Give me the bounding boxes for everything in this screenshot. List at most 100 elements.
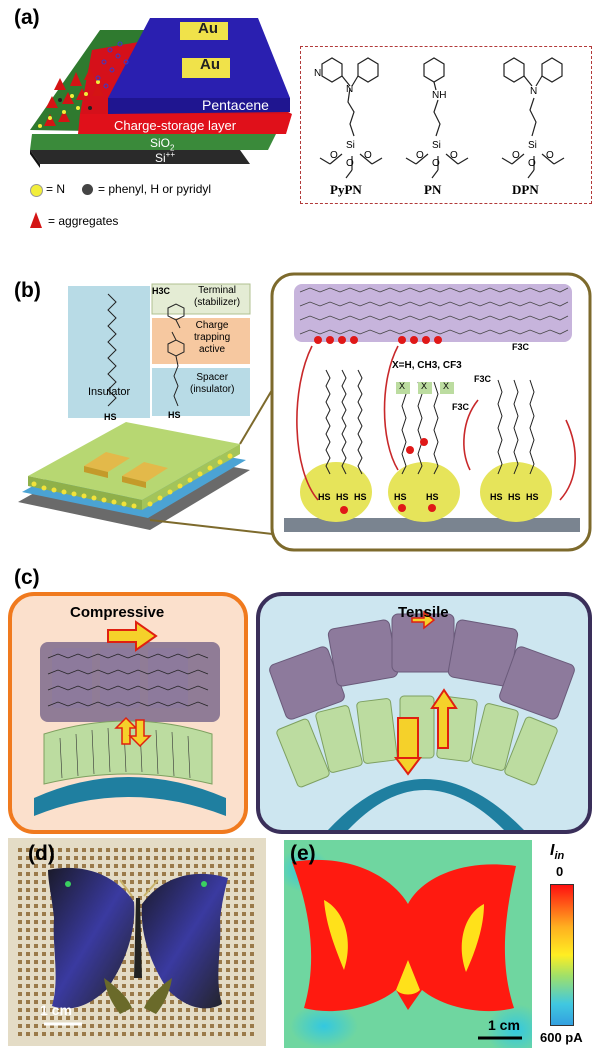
colorbar — [550, 884, 574, 1026]
pentacene-side — [108, 98, 290, 114]
gold-electrode-1 — [84, 452, 130, 472]
charge-storage-layer — [78, 114, 292, 134]
tensile-small-arrow — [411, 610, 436, 630]
pypn-o2: O — [364, 150, 372, 161]
x-box-label-3: X — [443, 381, 450, 391]
current-map — [284, 840, 532, 1048]
dpn-o3: O — [528, 158, 536, 169]
pypn-si: Si — [346, 140, 355, 151]
charge-storage-label: Charge-storage layer — [114, 118, 237, 133]
molecule-label-pn: PN — [424, 182, 442, 197]
x-box-label-2: X — [421, 381, 428, 391]
pn-o3: O — [432, 158, 440, 169]
si-label: Si++ — [155, 150, 176, 165]
device-au-nanoparticles — [31, 453, 233, 509]
insulator-hs: HS — [104, 412, 117, 422]
hs-label-6: HS — [490, 492, 503, 502]
spacer-label: Spacer (insulator) — [190, 372, 235, 395]
f3c-label-1: F3C — [512, 342, 530, 352]
aggregate-legend-text: = aggregates — [48, 214, 119, 228]
pn-si: Si — [432, 140, 441, 151]
butterfly-left-wing — [48, 867, 135, 1009]
pentacene-label: Pentacene — [202, 97, 269, 113]
pn-nh: NH — [432, 90, 447, 101]
charge-trap-label: Charge trapping active — [194, 320, 231, 355]
panel-label-c: (c) — [14, 566, 40, 589]
panel-label-e: (e) — [290, 842, 316, 865]
pypn-n: N — [346, 84, 354, 95]
au-ball-2 — [388, 462, 460, 522]
compressive-strain-arrow — [107, 620, 158, 652]
pn-o1: O — [416, 150, 424, 161]
compressive-pentacene-lines — [47, 653, 209, 707]
map-scale-label: 1 cm — [488, 1017, 520, 1033]
molecule-structures-box — [300, 46, 592, 204]
au-label-top: Au — [198, 20, 218, 37]
tensile-substrate-arc — [328, 779, 524, 830]
charge-transfer-arrows — [296, 345, 576, 501]
compressive-title: Compressive — [70, 604, 165, 621]
charge-dots-lower — [340, 438, 436, 514]
colorbar-title: Iin — [550, 842, 565, 863]
charge-trap-box — [152, 318, 250, 364]
au-electrode-bottom — [182, 58, 230, 78]
molecule-label-dpn: DPN — [512, 182, 539, 197]
hs-label-2: HS — [336, 492, 349, 502]
sio2-layer — [30, 134, 276, 150]
tensile-vertical-arrows — [394, 688, 458, 776]
au-electrode-top — [180, 22, 228, 40]
au-ball-1 — [300, 462, 372, 522]
n-legend-text: = N — [46, 182, 66, 196]
molecule-label-pypn: PyPN — [330, 182, 362, 197]
panel-label-d: (d) — [28, 842, 55, 865]
hs-label-8: HS — [526, 492, 539, 502]
panel-b-diagram — [18, 272, 592, 552]
panel-c-diagram — [8, 592, 592, 834]
compressive-sam-layer — [43, 720, 213, 785]
pentacene-molecules — [299, 287, 569, 335]
hs-label-1: HS — [318, 492, 331, 502]
h3c-label: H3C — [152, 286, 171, 296]
insulator-box — [68, 286, 150, 418]
x-box-3 — [440, 382, 454, 394]
x-box-1 — [396, 382, 410, 394]
surface-molecules — [38, 80, 100, 128]
f3c-label-2: F3C — [474, 374, 492, 384]
molecular-layer-dots — [95, 41, 129, 89]
compressive-vertical-arrows — [114, 716, 152, 748]
spacer-box — [152, 368, 250, 416]
terminal-box — [151, 283, 251, 315]
hs-label-5: HS — [426, 492, 439, 502]
panel-label-a: (a) — [14, 6, 40, 29]
substrate-bar — [284, 518, 580, 532]
x-box-label-1: X — [399, 381, 406, 391]
sio2-label: SiO2 — [150, 136, 175, 153]
f3c-label-3: F3C — [452, 402, 470, 412]
butterfly-photo-drawing — [16, 846, 258, 1038]
butterfly-current-region — [292, 859, 516, 1012]
n-legend-dot — [30, 184, 43, 197]
spacer-hs: HS — [168, 410, 181, 420]
x-substituent-label: X=H, CH3, CF3 — [392, 360, 462, 371]
au-label-bottom: Au — [200, 56, 220, 73]
panel-label-b: (b) — [14, 279, 41, 302]
terminal-label: Terminal (stabilizer) — [194, 285, 241, 308]
molecule-structures — [319, 57, 565, 179]
insulator-label: Insulator — [88, 386, 131, 398]
pentacene-band — [294, 284, 572, 342]
pypn-o1: O — [330, 150, 338, 161]
device-stack-diagram — [30, 18, 292, 168]
current-map-drawing — [284, 840, 532, 1048]
device-organic-layer — [28, 422, 240, 500]
dpn-o2: O — [546, 150, 554, 161]
butterfly-right-wing — [141, 873, 228, 1009]
hs-label-7: HS — [508, 492, 521, 502]
tensile-title: Tensile — [398, 604, 449, 621]
au-ball-3 — [480, 462, 552, 522]
pn-o2: O — [450, 150, 458, 161]
pypn-pyridine-n: N — [314, 68, 322, 79]
phenyl-legend-text: = phenyl, H or pyridyl — [98, 182, 212, 196]
hs-label-4: HS — [394, 492, 407, 502]
tensile-pentacene-blocks — [269, 613, 575, 720]
dpn-si: Si — [528, 140, 537, 151]
